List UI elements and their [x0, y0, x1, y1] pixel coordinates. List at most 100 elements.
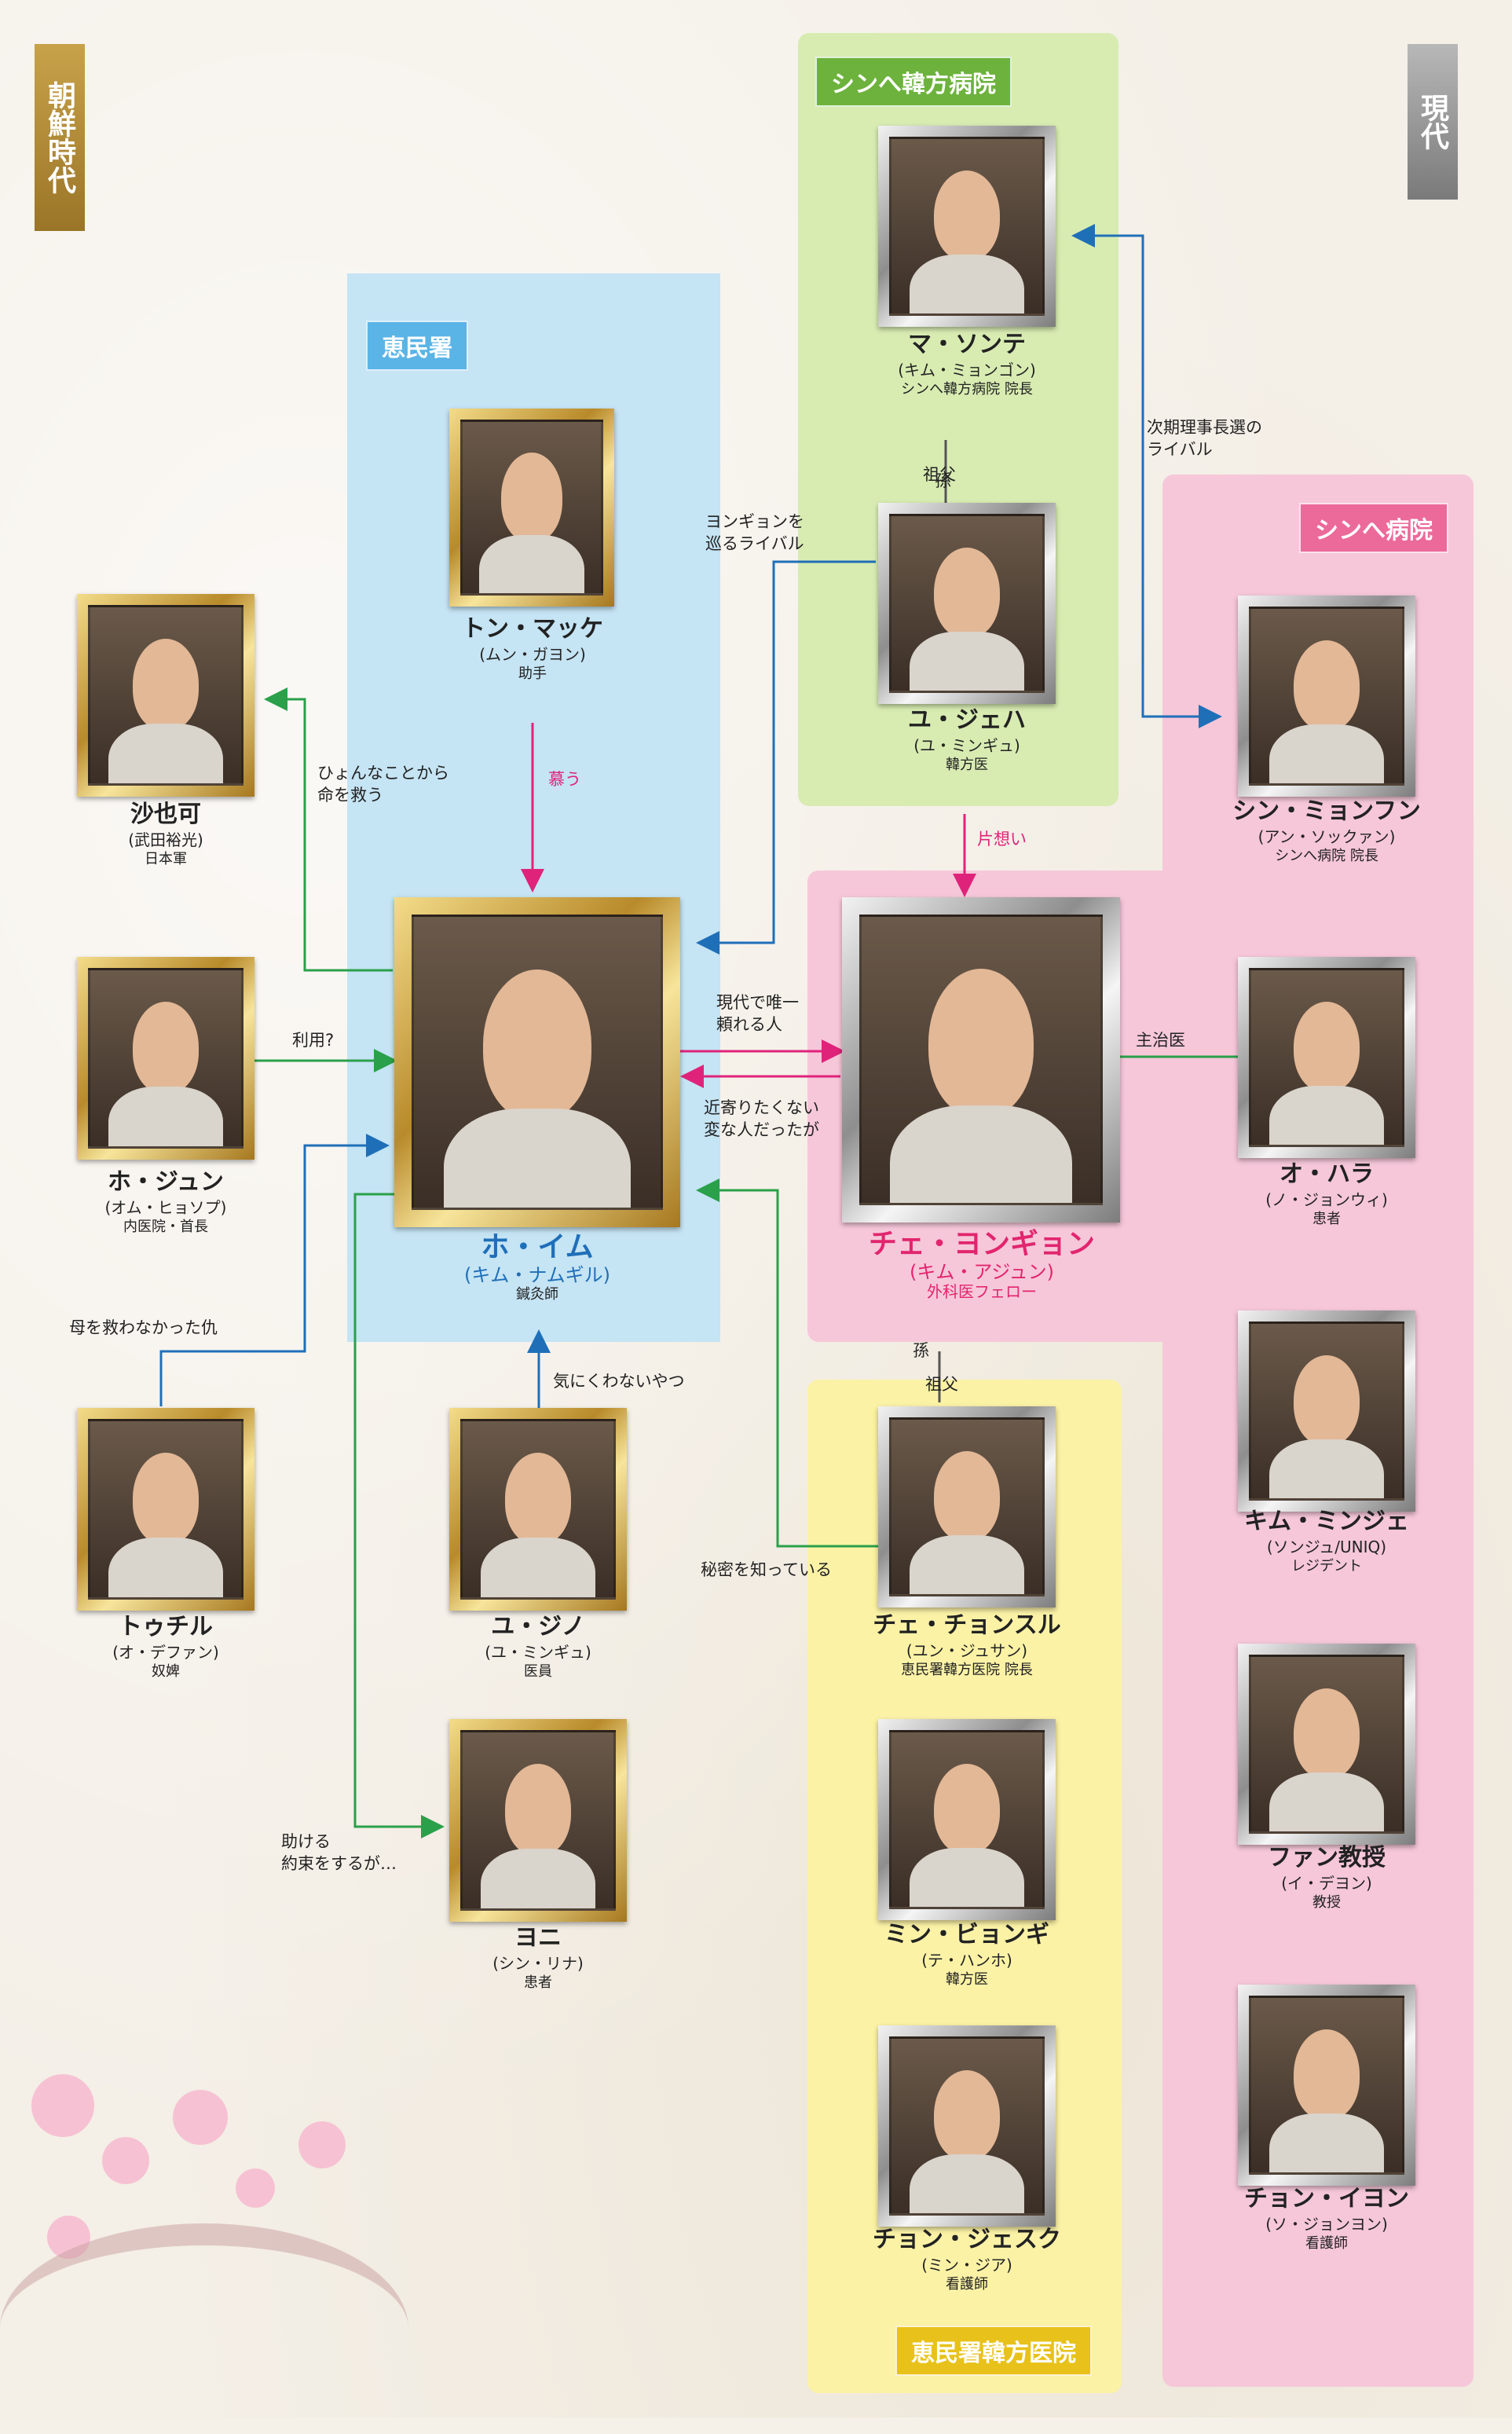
person-name: 沙也可 [60, 800, 272, 830]
relation-label-chikayori: 近寄りたくない 変な人だったが [704, 1097, 819, 1141]
person-yu-jeha: ユ・ジェハ (ユ・ミンギュ) 韓方医 [837, 706, 1096, 775]
relation-label-mago2: 孫 [913, 1340, 929, 1362]
person-role: 外科医フェロー [825, 1282, 1139, 1301]
person-name: トン・マッケ [430, 614, 635, 644]
person-role: 韓方医 [837, 756, 1096, 775]
person-actor: (キム・アジュン) [825, 1262, 1139, 1282]
person-actor: (アン・ソックァン) [1197, 827, 1456, 847]
person-role: 看護師 [1197, 2234, 1456, 2253]
relation-label-yonggyon-rival: ヨンギョンを 巡るライバル [705, 511, 804, 555]
person-name: キム・ミンジェ [1197, 1507, 1456, 1537]
relation-label-gendai-yuiitsu: 現代で唯一 頼れる人 [716, 992, 799, 1036]
person-role: 日本軍 [60, 850, 272, 869]
person-ho-jun: ホ・ジュン (オム・ヒョソプ) 内医院・首長 [60, 1168, 272, 1237]
person-name: トゥチル [60, 1612, 272, 1642]
person-role: 教授 [1197, 1893, 1456, 1912]
person-actor: (武田裕光) [60, 830, 272, 850]
person-chae-chonsuru: チェ・チョンスル (ユン・ジュサン) 恵民署韓方医院 院長 [837, 1611, 1096, 1680]
person-name: ファン教授 [1197, 1843, 1456, 1873]
person-role: 看護師 [837, 2275, 1096, 2294]
person-o-hara: オ・ハラ (ノ・ジョンウィ) 患者 [1197, 1160, 1456, 1229]
person-name: ホ・イム [380, 1230, 694, 1265]
person-role: 患者 [432, 1974, 644, 1992]
person-kim-minje: キム・ミンジェ (ソンジュ/UNIQ) レジデント [1197, 1507, 1456, 1576]
person-sayaka: 沙也可 (武田裕光) 日本軍 [60, 800, 272, 869]
portrait-yu-jeha [878, 503, 1056, 704]
person-actor: (ノ・ジョンウィ) [1197, 1190, 1456, 1210]
era-label-modern: 現代 [1408, 44, 1458, 200]
relation-label-sofu2: 祖父 [925, 1373, 958, 1395]
person-tuchiru: トゥチル (オ・デファン) 奴婢 [60, 1612, 272, 1681]
relation-label-hyonna: ひょんなことから 命を救う [317, 762, 449, 806]
portrait-ma-sonte [878, 126, 1056, 327]
person-chon-jesuku: チョン・ジェスク (ミン・ジア) 看護師 [837, 2225, 1096, 2294]
person-actor: (ソ・ジョンヨン) [1197, 2214, 1456, 2234]
person-actor: (オム・ヒョソプ) [60, 1197, 272, 1218]
person-role: 内医院・首長 [60, 1218, 272, 1237]
portrait-ho-jun [77, 957, 254, 1160]
relation-label-himitsu: 秘密を知っている [701, 1559, 832, 1581]
portrait-kim-minje [1238, 1310, 1415, 1512]
portrait-chae-chonsuru [878, 1406, 1056, 1607]
portrait-shin-myonfun [1238, 596, 1415, 797]
person-ho-imu: ホ・イム (キム・ナムギル) 鍼灸師 [380, 1230, 694, 1304]
era-label-joseon: 朝鮮時代 [35, 44, 85, 231]
portrait-chae-yongyon [842, 897, 1120, 1222]
group-label-hyeminseo-clinic: 恵民署韓方医院 [895, 2326, 1092, 2376]
person-name: マ・ソンテ [837, 330, 1096, 360]
portrait-chon-iyon [1238, 1985, 1415, 2186]
portrait-chon-jesuku [878, 2025, 1056, 2227]
portrait-tuchiru [77, 1408, 254, 1611]
person-role: 鍼灸師 [380, 1285, 694, 1304]
person-role: 恵民署韓方医院 院長 [837, 1661, 1096, 1680]
relation-label-shujii: 主治医 [1136, 1029, 1185, 1051]
portrait-ho-imu [394, 897, 680, 1227]
person-role: シンへ病院 院長 [1197, 847, 1456, 866]
person-tong-makke: トン・マッケ (ムン・ガヨン) 助手 [430, 614, 635, 684]
person-name: チョン・ジェスク [837, 2225, 1096, 2255]
person-name: オ・ハラ [1197, 1160, 1456, 1190]
person-name: ヨニ [432, 1923, 644, 1953]
person-actor: (ユ・ミンギュ) [837, 735, 1096, 756]
portrait-tong-makke [449, 409, 614, 607]
person-name: チェ・チョンスル [837, 1611, 1096, 1640]
person-yu-jino: ユ・ジノ (ユ・ミンギュ) 医員 [432, 1612, 644, 1681]
group-label-hyeminseo: 恵民署 [366, 321, 468, 371]
person-role: 韓方医 [837, 1970, 1096, 1989]
person-name: ユ・ジェハ [837, 706, 1096, 735]
relation-label-kinikuwanai: 気にくわないやつ [553, 1370, 685, 1392]
portrait-yoni [449, 1719, 627, 1922]
person-actor: (テ・ハンホ) [837, 1950, 1096, 1970]
person-name: チェ・ヨンギョン [825, 1227, 1139, 1262]
group-label-shinhye-hospital: シンへ病院 [1299, 503, 1448, 553]
relation-label-riyou: 利用? [292, 1029, 334, 1051]
person-actor: (キム・ナムギル) [380, 1265, 694, 1285]
portrait-fan-prof [1238, 1644, 1415, 1845]
person-actor: (イ・デヨン) [1197, 1873, 1456, 1893]
person-chae-yongyon: チェ・ヨンギョン (キム・アジュン) 外科医フェロー [825, 1227, 1139, 1301]
person-role: 患者 [1197, 1210, 1456, 1229]
relation-label-mago1: 孫 [935, 470, 951, 492]
person-actor: (ソンジュ/UNIQ) [1197, 1537, 1456, 1557]
person-name: ホ・ジュン [60, 1168, 272, 1197]
person-role: 助手 [430, 665, 635, 684]
person-actor: (ユ・ミンギュ) [432, 1642, 644, 1662]
person-actor: (キム・ミョンゴン) [837, 360, 1096, 380]
relation-label-jiki-rijicho: 次期理事長選の ライバル [1147, 416, 1262, 460]
portrait-sayaka [77, 594, 254, 797]
person-actor: (ユン・ジュサン) [837, 1640, 1096, 1661]
person-actor: (オ・デファン) [60, 1642, 272, 1662]
person-role: レジデント [1197, 1557, 1456, 1576]
relation-label-kataomoi: 片想い [977, 828, 1027, 850]
portrait-yu-jino [449, 1408, 627, 1611]
portrait-o-hara [1238, 957, 1415, 1158]
person-fan-prof: ファン教授 (イ・デヨン) 教授 [1197, 1843, 1456, 1912]
relation-label-haha: 母を救わなかった仇 [69, 1317, 218, 1339]
person-ma-sonte: マ・ソンテ (キム・ミョンゴン) シンへ韓方病院 院長 [837, 330, 1096, 399]
person-min-byongi: ミン・ビョンギ (テ・ハンホ) 韓方医 [837, 1920, 1096, 1989]
person-name: シン・ミョンフン [1197, 797, 1456, 827]
person-actor: (ミン・ジア) [837, 2255, 1096, 2275]
person-actor: (ムン・ガヨン) [430, 644, 635, 665]
group-label-shinhye-hanbang: シンへ韓方病院 [815, 57, 1012, 107]
relation-label-tasukeru: 助ける 約束をするが… [281, 1831, 397, 1875]
